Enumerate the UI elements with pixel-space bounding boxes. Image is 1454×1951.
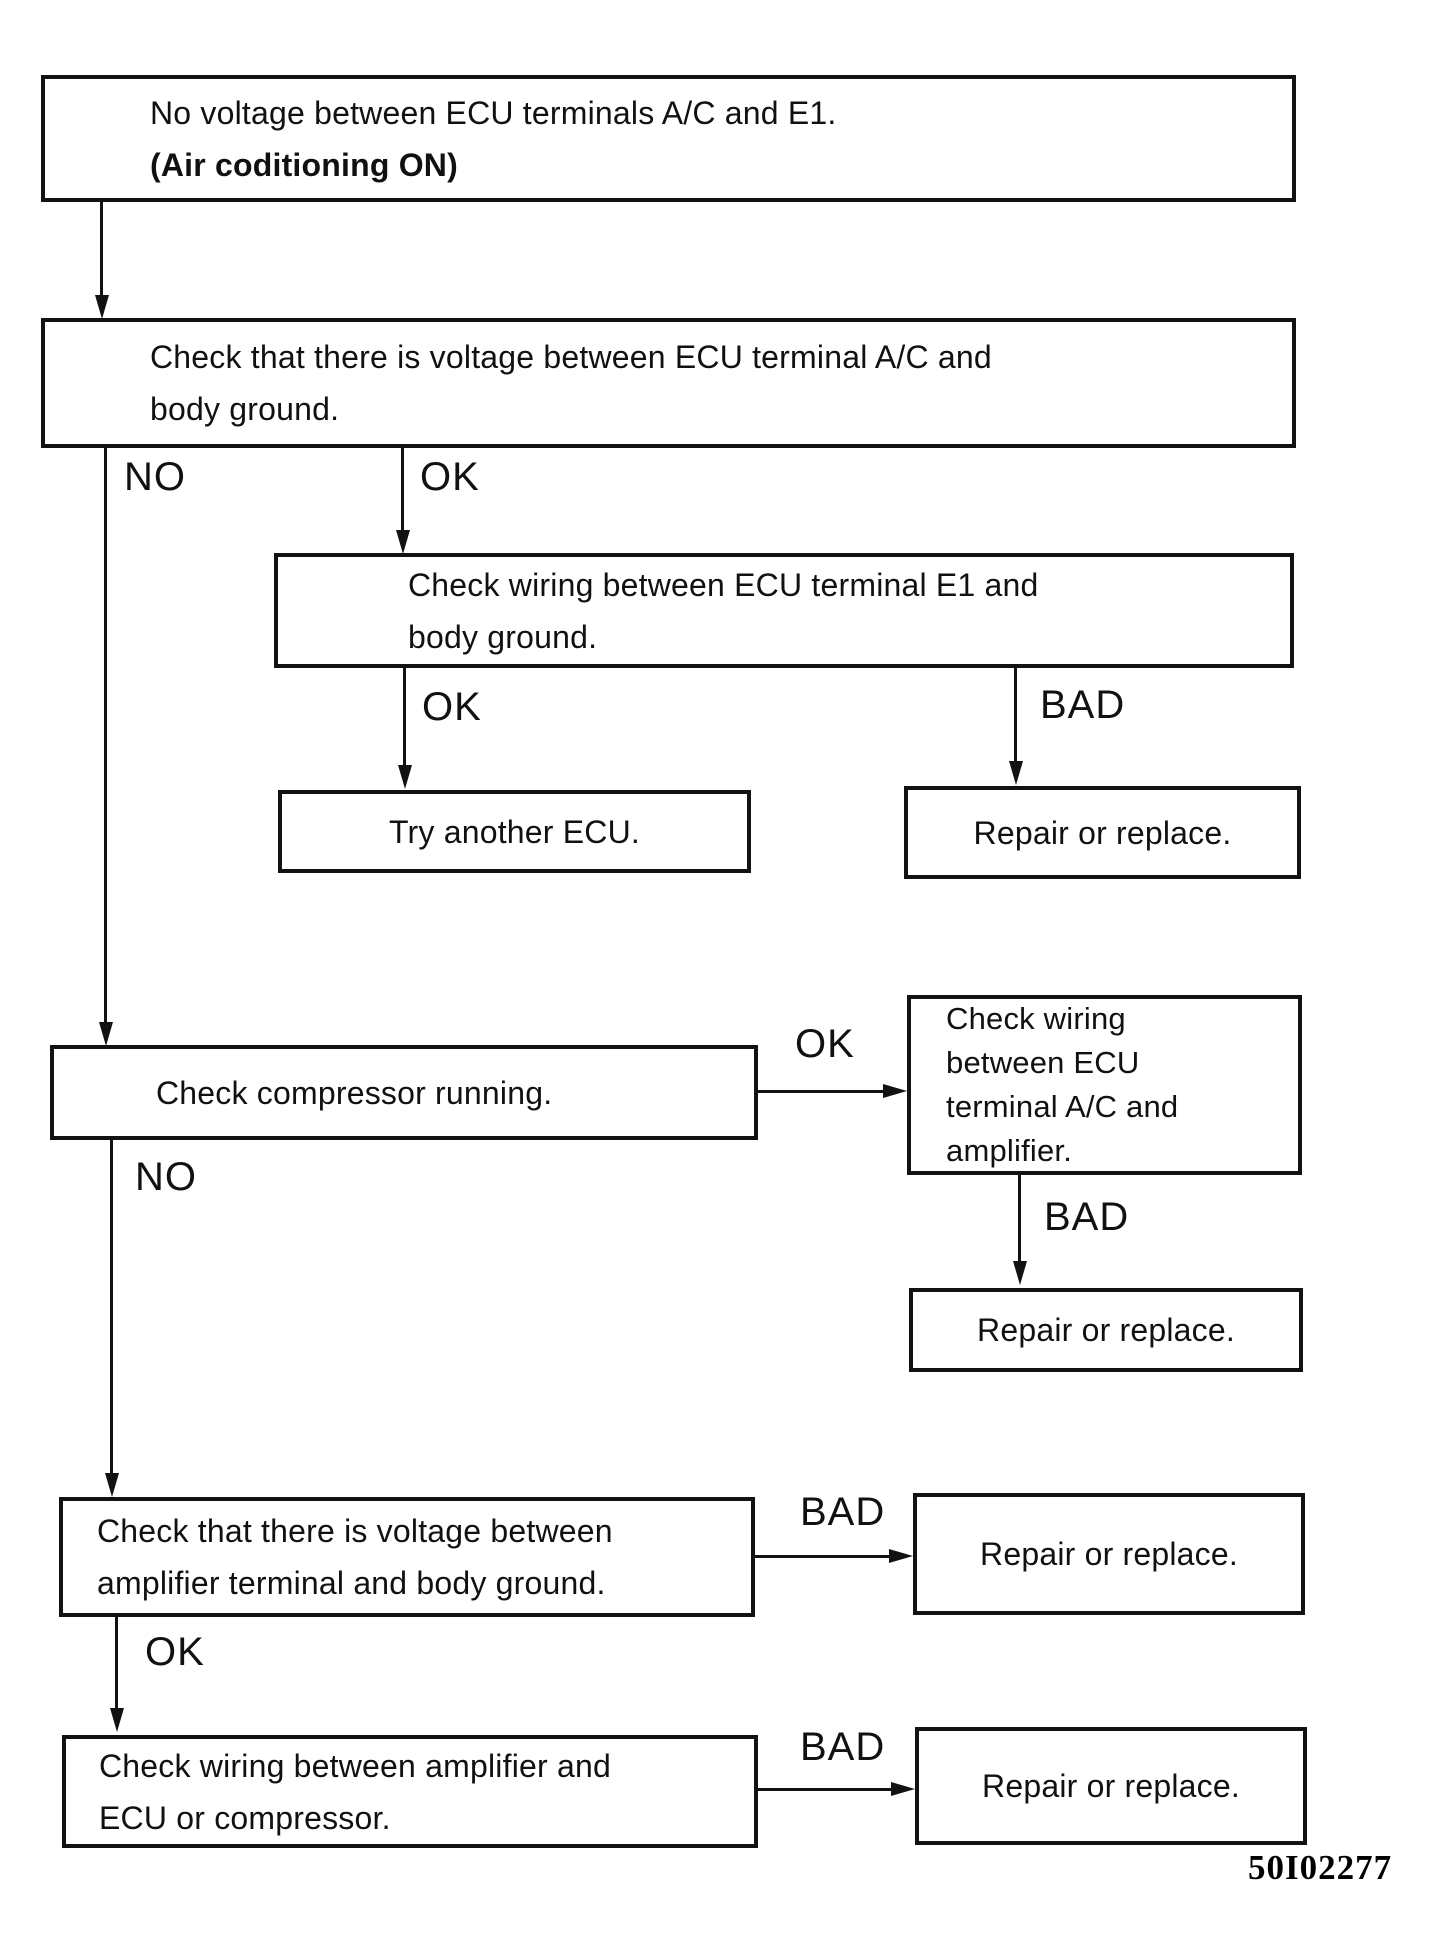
connector-bad-repair1: [1014, 668, 1017, 764]
node-text-line: Check that there is voltage between: [97, 1513, 613, 1549]
edge-label-ok: OK: [795, 1022, 855, 1066]
edge-label-ok: OK: [422, 685, 482, 729]
node-text-line: Check wiring: [946, 1001, 1126, 1036]
node-text-line: amplifier terminal and body ground.: [97, 1565, 606, 1601]
arrowhead-down-icon: [396, 530, 410, 554]
edge-label-bad: BAD: [1044, 1195, 1130, 1239]
node-text-line: Check wiring between amplifier and: [99, 1747, 611, 1784]
node-text-line: terminal A/C and: [946, 1089, 1179, 1124]
connector-ok-wiring-amp-ecu: [115, 1617, 118, 1711]
arrowhead-right-icon: [891, 1782, 915, 1796]
edge-label-ok: OK: [420, 455, 480, 499]
edge-label-ok: OK: [145, 1630, 205, 1674]
connector-ok-wiring-amplifier: [758, 1090, 885, 1093]
node-text-line: body ground.: [150, 391, 340, 427]
edge-label-bad: BAD: [1040, 683, 1126, 727]
flow-node-repair-or-replace-2: Repair or replace.: [909, 1288, 1303, 1372]
connector-ok-try-ecu: [403, 668, 406, 768]
edge-label-bad: BAD: [800, 1725, 886, 1769]
arrowhead-down-icon: [95, 295, 109, 319]
edge-label-no: NO: [135, 1155, 197, 1199]
connector-bad-repair2: [1018, 1175, 1021, 1264]
node-text-line: amplifier.: [946, 1133, 1073, 1168]
node-text-line: (Air coditioning ON): [150, 146, 458, 183]
flow-node-repair-or-replace-1: Repair or replace.: [904, 786, 1301, 879]
node-text-line: Check that there is voltage between ECU …: [150, 339, 992, 375]
node-text-line: Repair or replace.: [973, 814, 1232, 851]
figure-code: 50I02277: [1248, 1848, 1393, 1887]
node-text-line: body ground.: [408, 618, 598, 655]
flow-node-no-voltage: No voltage between ECU terminals A/C and…: [41, 75, 1296, 202]
arrowhead-down-icon: [105, 1473, 119, 1497]
edge-label-bad: BAD: [800, 1490, 886, 1534]
node-text-line: ECU or compressor.: [99, 1799, 391, 1836]
flow-node-check-voltage-amplifier: Check that there is voltage between ampl…: [59, 1497, 755, 1617]
edge-label-no: NO: [124, 455, 186, 499]
flow-node-try-another-ecu: Try another ECU.: [278, 790, 751, 873]
connector-ok-branch: [401, 448, 404, 533]
arrowhead-down-icon: [1009, 761, 1023, 785]
flow-node-repair-or-replace-4: Repair or replace.: [915, 1727, 1307, 1845]
flow-node-check-wiring-amp-ecu: Check wiring between amplifier and ECU o…: [62, 1735, 758, 1848]
connector-start-down: [100, 202, 103, 298]
node-text-line: between ECU: [946, 1045, 1140, 1080]
arrowhead-down-icon: [99, 1022, 113, 1046]
arrowhead-down-icon: [110, 1708, 124, 1732]
flow-node-check-wiring-ac-amplifier: Check wiring between ECU terminal A/C an…: [907, 995, 1302, 1175]
flow-node-check-compressor: Check compressor running.: [50, 1045, 758, 1140]
arrowhead-down-icon: [398, 765, 412, 789]
flow-node-check-wiring-e1: Check wiring between ECU terminal E1 and…: [274, 553, 1294, 668]
arrowhead-right-icon: [883, 1084, 907, 1098]
connector-bad-repair3: [755, 1555, 891, 1558]
node-text-line: Check wiring between ECU terminal E1 and: [408, 566, 1039, 603]
flow-node-repair-or-replace-3: Repair or replace.: [913, 1493, 1305, 1615]
node-text-line: No voltage between ECU terminals A/C and…: [150, 94, 837, 131]
connector-bad-repair4: [758, 1788, 893, 1791]
arrowhead-down-icon: [1013, 1261, 1027, 1285]
node-text-line: Repair or replace.: [977, 1312, 1235, 1348]
connector-no-branch: [104, 448, 107, 1024]
arrowhead-right-icon: [889, 1549, 913, 1563]
connector-no-voltage-amplifier: [110, 1140, 113, 1475]
flow-node-check-voltage-ac-ground: Check that there is voltage between ECU …: [41, 318, 1296, 448]
node-text-line: Repair or replace.: [982, 1768, 1240, 1804]
node-text-line: Check compressor running.: [156, 1074, 553, 1111]
node-text-line: Repair or replace.: [980, 1536, 1238, 1572]
node-text-line: Try another ECU.: [389, 813, 640, 850]
